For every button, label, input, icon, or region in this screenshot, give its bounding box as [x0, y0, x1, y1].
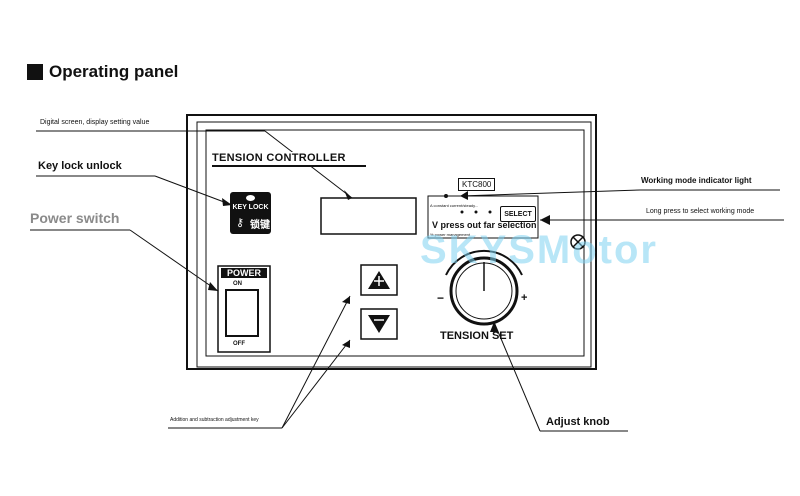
callout-key-lock: Key lock unlock	[38, 160, 122, 172]
digital-screen	[320, 197, 417, 235]
model-badge: KTC800	[458, 178, 496, 191]
controller-title: TENSION CONTROLLER	[212, 152, 366, 167]
power-on-label: ON	[233, 281, 242, 287]
tension-set-label: TENSION SET	[440, 330, 514, 342]
bullet-square-icon	[27, 64, 43, 80]
page-title: Operating panel	[27, 62, 178, 82]
leader-arrowheads	[208, 190, 550, 348]
page-title-text: Operating panel	[49, 62, 179, 81]
callout-digital-screen: Digital screen, display setting value	[40, 119, 150, 126]
callout-add-sub-key: Addition and subtraction adjustment key	[170, 417, 259, 423]
indicator-overlay-text: V press out far selection	[432, 220, 537, 230]
key-icon: ⚷	[236, 217, 245, 229]
down-key-button[interactable]	[361, 309, 397, 339]
knob-minus-label: −	[437, 291, 445, 305]
key-lock-cn-label: 锁键	[250, 220, 270, 231]
power-rocker	[225, 289, 259, 337]
leader-lines	[30, 130, 784, 432]
callout-long-press: Long press to select working mode	[646, 208, 755, 215]
select-button[interactable]: SELECT	[500, 206, 536, 222]
power-switch-button[interactable]	[226, 290, 258, 336]
indicator-line-3: % power management	[430, 232, 471, 237]
knob-scale-arc	[445, 249, 523, 276]
knob-plus-label: +	[521, 292, 528, 304]
down-arrow-icon	[368, 315, 390, 333]
callout-working-mode-light: Working mode indicator light	[641, 176, 752, 185]
callout-adjust-knob: Adjust knob	[546, 416, 610, 428]
indicator-line-1: A constant current/steady...	[430, 203, 479, 208]
key-lock-label: KEY LOCK	[232, 204, 269, 211]
panel-inner-frame	[196, 121, 592, 368]
key-lock-led	[246, 195, 255, 201]
key-lock-button[interactable]: KEY LOCK ⚷ 锁键	[230, 192, 271, 234]
up-key-button[interactable]	[361, 265, 397, 295]
power-off-label: OFF	[233, 341, 245, 347]
callout-power-switch: Power switch	[30, 210, 120, 226]
watermark: SKYSMotor	[420, 228, 658, 272]
power-label: POWER	[221, 268, 267, 278]
